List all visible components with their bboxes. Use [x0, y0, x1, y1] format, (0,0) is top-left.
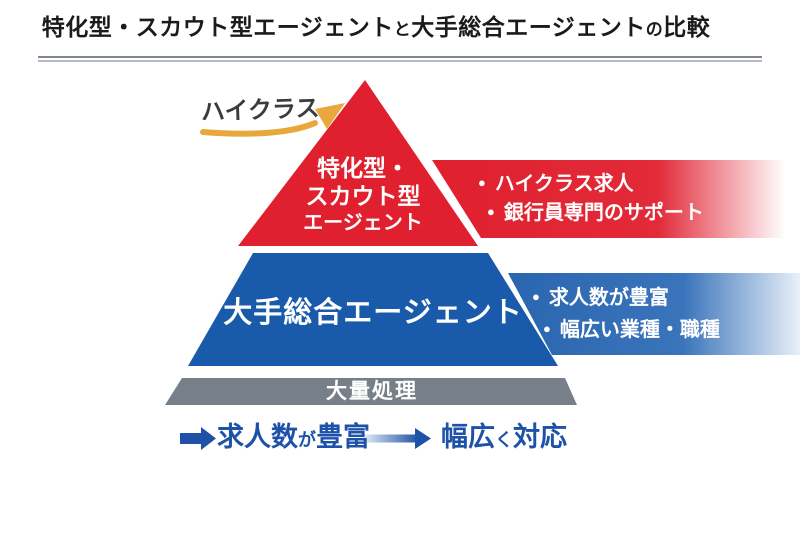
pyramid-top-label-line1: 特化型・	[317, 155, 409, 181]
pyramid-base-label: 大量処理	[326, 380, 418, 403]
bullet-icon: ●	[543, 321, 551, 336]
highclass-arrow-icon	[200, 120, 318, 137]
red-banner-item: ● 銀行員専門のサポート	[487, 203, 704, 223]
blue-banner-item-label: 求人数が豊富	[548, 287, 669, 309]
legend-text-1: 求人数が豊富	[217, 424, 370, 451]
title-divider	[38, 56, 762, 62]
legend-2-main-b: 対応	[513, 422, 567, 452]
legend-2-particle: く	[495, 430, 513, 450]
pyramid-top-label-line3: エージェント	[303, 212, 423, 234]
red-banner-item: ● ハイクラス求人	[478, 174, 634, 194]
red-banner-item-label: 銀行員専門のサポート	[503, 202, 704, 224]
title-connector-1: と	[393, 20, 412, 39]
legend-1-particle: が	[298, 430, 316, 450]
red-banner-item-label: ハイクラス求人	[494, 173, 634, 195]
legend-2-main-a: 幅広	[441, 422, 495, 452]
legend-1-main-b: 豊富	[316, 422, 370, 452]
title-main-1: 特化型・スカウト型エージェント	[41, 14, 394, 40]
legend-arrow-icon-2-head	[415, 428, 431, 449]
pyramid-middle-label: 大手総合エージェント	[223, 297, 523, 329]
bullet-icon: ●	[487, 204, 495, 219]
legend-arrow-icon-1	[180, 427, 216, 450]
pyramid-middle-blue	[188, 253, 558, 366]
legend-1-main-a: 求人数	[217, 422, 298, 452]
bullet-icon: ●	[532, 289, 540, 304]
page-title: 特化型・スカウト型エージェントと大手総合エージェントの比較	[0, 14, 752, 42]
blue-banner-shape	[508, 273, 800, 355]
blue-banner-item: ● 幅広い業種・職種	[543, 320, 720, 340]
red-banner-shape	[432, 160, 796, 238]
highclass-arrowhead-icon	[315, 103, 345, 129]
title-main-2: 大手総合エージェント	[411, 14, 646, 40]
legend-text-2: 幅広く対応	[441, 424, 567, 451]
title-main-3: 比較	[663, 14, 711, 40]
pyramid-top-label-line2: スカウト型	[305, 183, 421, 209]
title-connector-2: の	[645, 20, 664, 39]
pyramid-top-red	[238, 80, 478, 246]
highclass-label: ハイクラス	[200, 94, 320, 127]
pyramid-base-gray	[165, 378, 577, 405]
blue-banner-item-label: 幅広い業種・職種	[559, 319, 720, 341]
bullet-icon: ●	[478, 175, 486, 190]
legend-arrow-icon-2-shaft	[362, 434, 416, 443]
blue-banner-item: ● 求人数が豊富	[532, 288, 669, 308]
